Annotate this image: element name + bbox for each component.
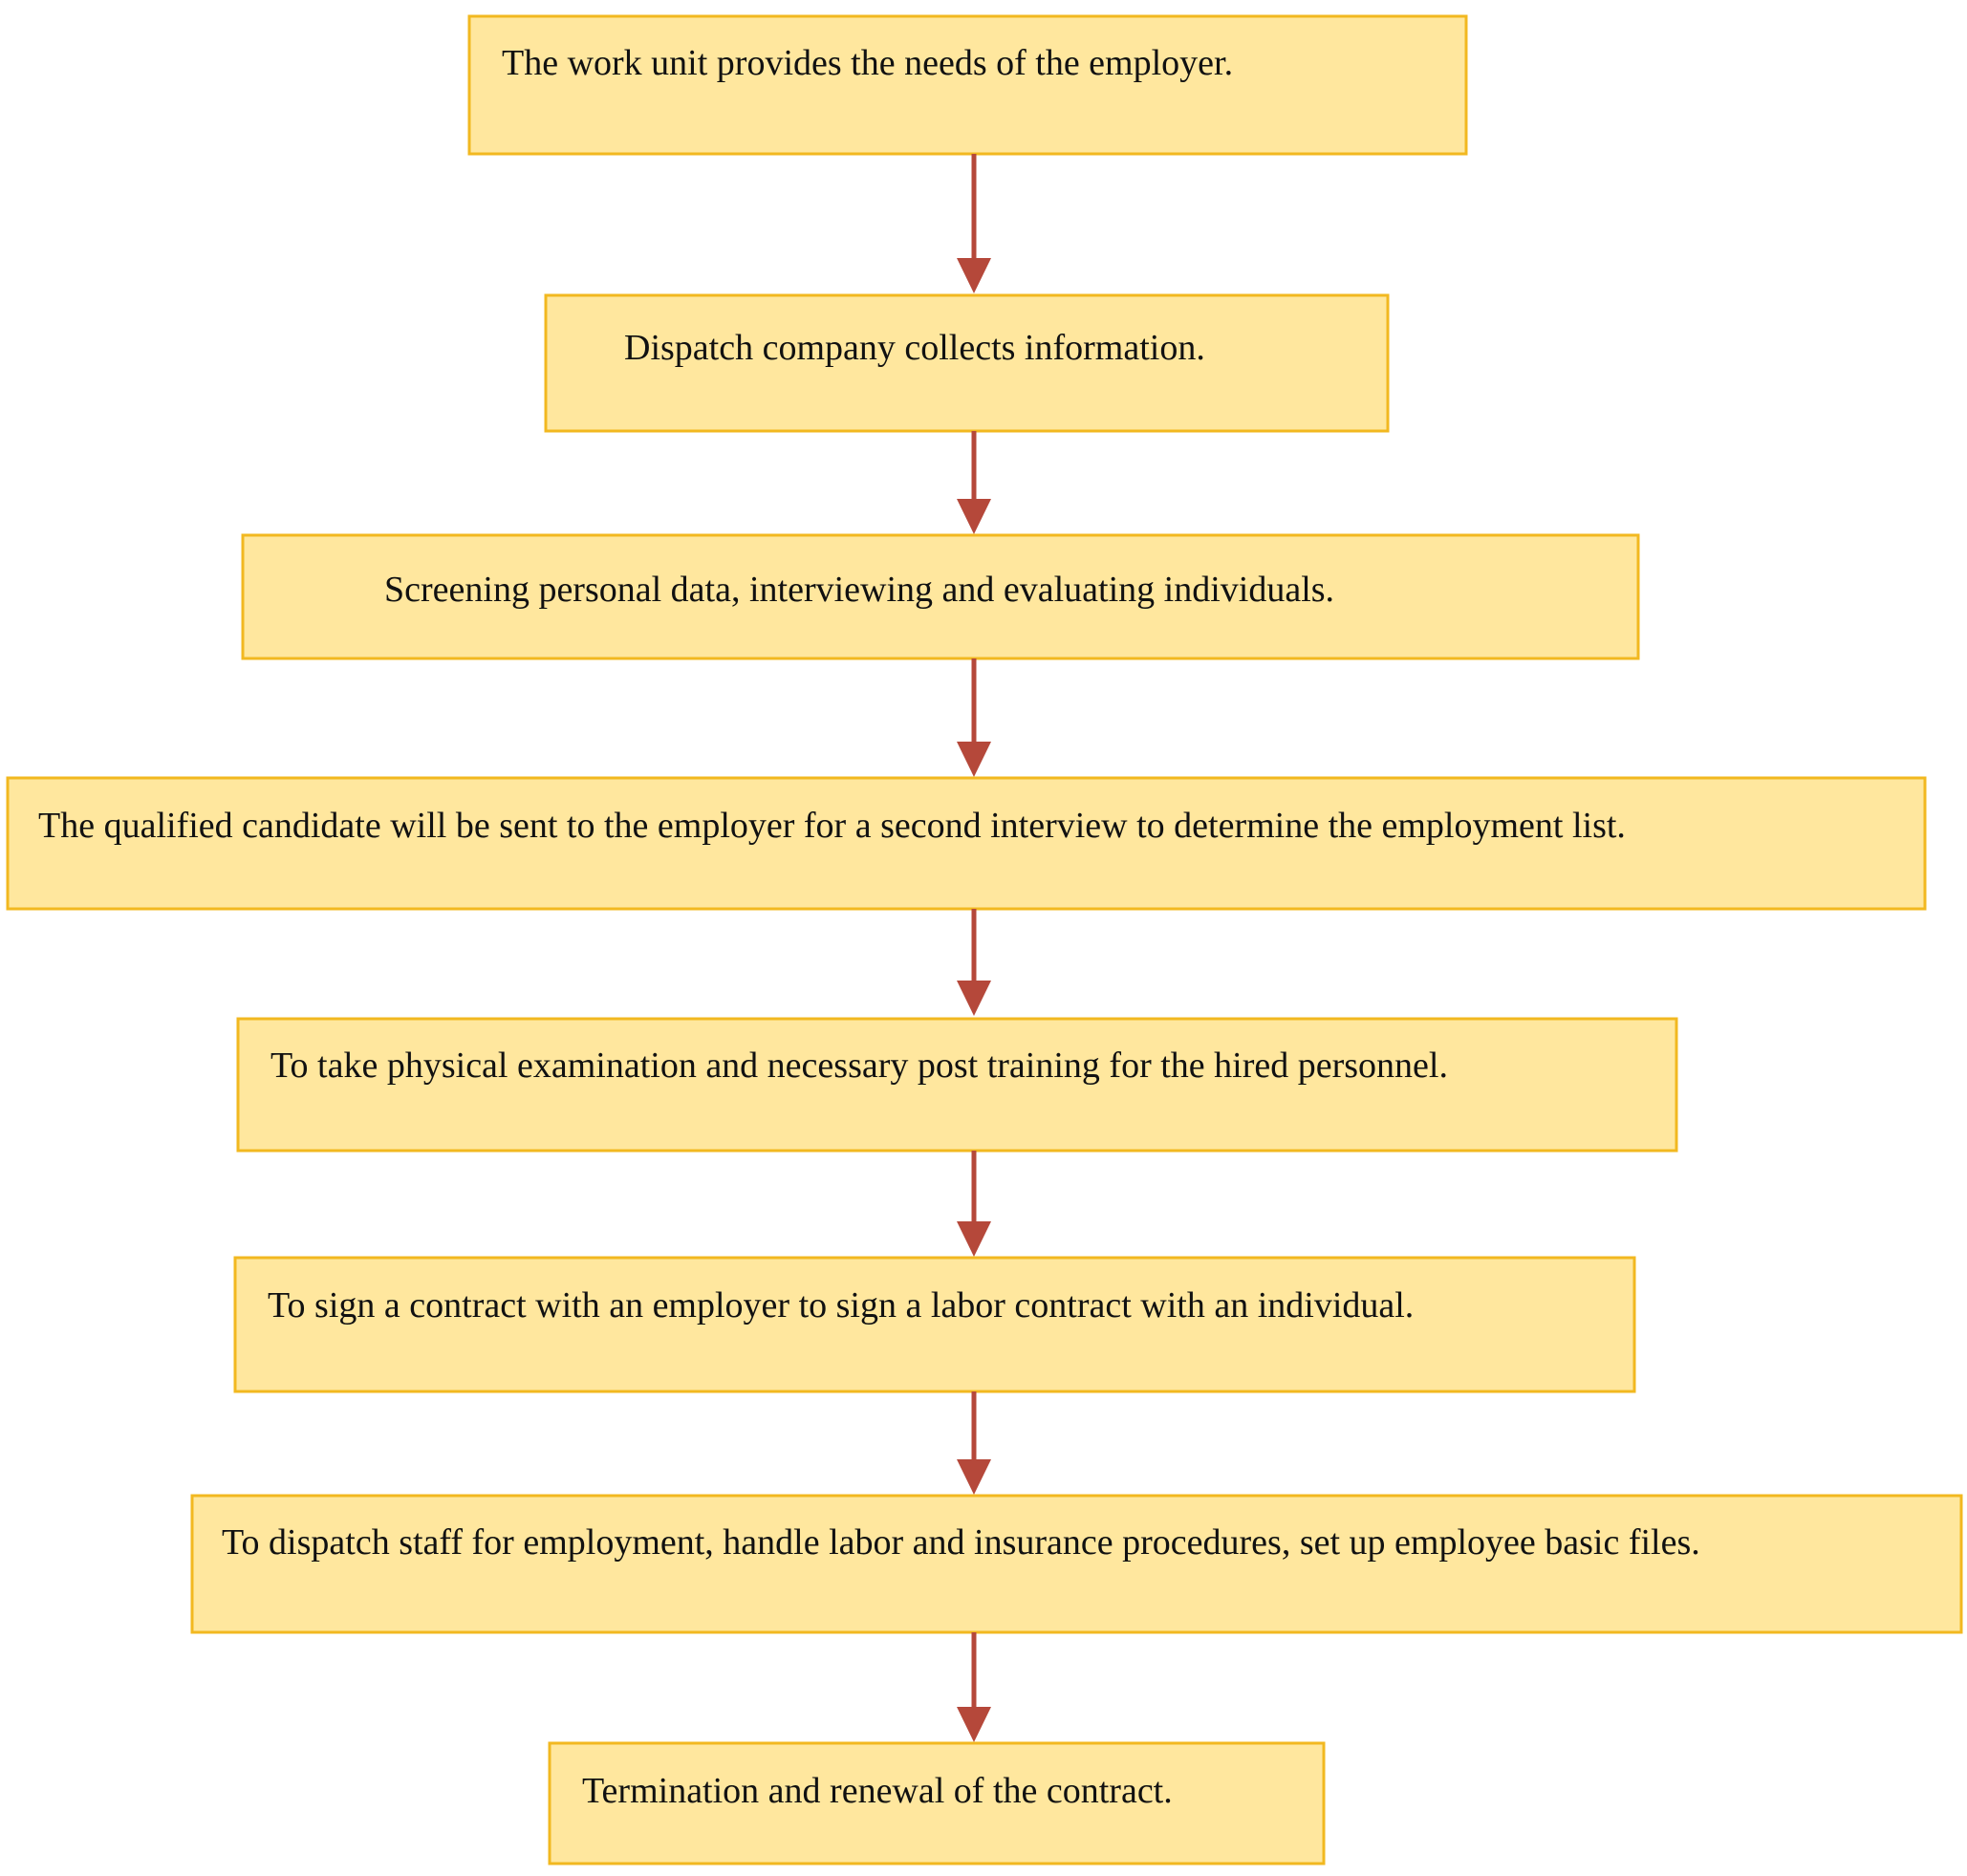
step-7: To dispatch staff for employment, handle… (190, 1494, 1963, 1634)
arrow-6-to-7 (957, 1391, 991, 1495)
arrow-2-to-3 (957, 431, 991, 534)
step-6: To sign a contract with an employer to s… (233, 1256, 1636, 1393)
step-4-text: The qualified candidate will be sent to … (38, 806, 1626, 846)
step-2-text: Dispatch company collects information. (624, 328, 1205, 368)
arrow-1-to-2 (957, 154, 991, 293)
step-2: Dispatch company collects information. (544, 293, 1390, 433)
arrow-7-to-8 (957, 1632, 991, 1742)
step-7-text: To dispatch staff for employment, handle… (222, 1522, 1700, 1563)
step-8: Termination and renewal of the contract. (548, 1741, 1326, 1865)
step-8-box (548, 1741, 1326, 1865)
arrow-4-to-5 (957, 909, 991, 1016)
step-1: The work unit provides the needs of the … (467, 14, 1468, 156)
step-8-text: Termination and renewal of the contract. (582, 1771, 1173, 1811)
arrow-5-to-6 (957, 1151, 991, 1257)
step-4-box (6, 776, 1927, 911)
arrow-3-to-4 (957, 658, 991, 777)
step-5-text: To take physical examination and necessa… (270, 1046, 1448, 1086)
step-3-box (241, 533, 1640, 660)
step-3: Screening personal data, interviewing an… (241, 533, 1640, 660)
step-3-text: Screening personal data, interviewing an… (384, 570, 1334, 610)
step-6-box (233, 1256, 1636, 1393)
step-1-text: The work unit provides the needs of the … (502, 43, 1233, 83)
step-6-text: To sign a contract with an employer to s… (268, 1285, 1414, 1326)
step-2-box (544, 293, 1390, 433)
step-5: To take physical examination and necessa… (236, 1017, 1678, 1153)
step-5-box (236, 1017, 1678, 1153)
step-1-box (467, 14, 1468, 156)
step-4: The qualified candidate will be sent to … (6, 776, 1927, 911)
step-7-box (190, 1494, 1963, 1634)
